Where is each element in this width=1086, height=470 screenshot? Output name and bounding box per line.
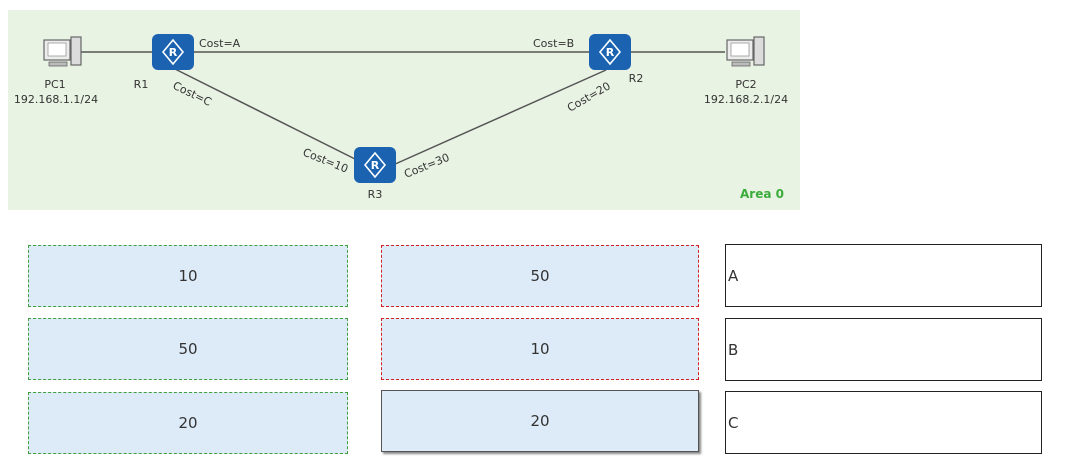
ospf-topology-diagram: R R R PC1 192.168.1.1/24 R1 R2 R3 PC2 19…	[8, 10, 800, 210]
option-middle-3-value: 20	[530, 412, 550, 430]
pc1-ip-label: 192.168.1.1/24	[14, 93, 98, 106]
pc2-icon	[726, 36, 765, 67]
option-middle-1-value: 50	[530, 267, 550, 285]
area-label: Area 0	[740, 187, 784, 201]
drop-target-b-label: B	[728, 340, 739, 359]
r3-label: R3	[368, 188, 383, 201]
pc2-label: PC2	[735, 78, 756, 91]
link-r1-r3	[172, 67, 364, 164]
cost-label-r3-r1: Cost=10	[301, 146, 350, 176]
option-middle-1[interactable]: 50	[381, 245, 699, 307]
r1-label: R1	[134, 78, 149, 91]
cost-label-r2-r1: Cost=B	[533, 37, 574, 50]
router-r1-icon: R	[152, 34, 194, 70]
router-r3-icon: R	[354, 147, 396, 183]
pc1-label: PC1	[44, 78, 65, 91]
cost-label-r1-r2: Cost=A	[199, 37, 241, 50]
drop-target-a[interactable]: A	[725, 244, 1042, 307]
svg-text:R: R	[169, 46, 178, 59]
option-left-1[interactable]: 10	[28, 245, 348, 307]
option-left-3-value: 20	[178, 414, 198, 432]
cost-label-r1-r3: Cost=C	[171, 79, 214, 109]
router-r2-icon: R	[589, 34, 631, 70]
option-left-3[interactable]: 20	[28, 392, 348, 454]
svg-text:R: R	[606, 46, 615, 59]
option-middle-2[interactable]: 10	[381, 318, 699, 380]
pc2-ip-label: 192.168.2.1/24	[704, 93, 788, 106]
r2-label: R2	[629, 72, 644, 85]
option-left-2[interactable]: 50	[28, 318, 348, 380]
link-r3-r2	[392, 69, 607, 166]
pc1-icon	[43, 36, 82, 67]
option-middle-3[interactable]: 20	[381, 390, 699, 452]
option-left-2-value: 50	[178, 340, 198, 358]
topology-svg: R R R PC1 192.168.1.1/24 R1 R2 R3 PC2 19…	[14, 34, 788, 201]
option-middle-2-value: 10	[530, 340, 550, 358]
drop-target-b[interactable]: B	[725, 318, 1042, 381]
drop-target-a-label: A	[728, 266, 739, 285]
cost-label-r3-r2: Cost=30	[402, 151, 451, 181]
drop-target-c[interactable]: C	[725, 391, 1042, 454]
svg-text:R: R	[371, 159, 380, 172]
option-left-1-value: 10	[178, 267, 198, 285]
drop-target-c-label: C	[728, 413, 739, 432]
